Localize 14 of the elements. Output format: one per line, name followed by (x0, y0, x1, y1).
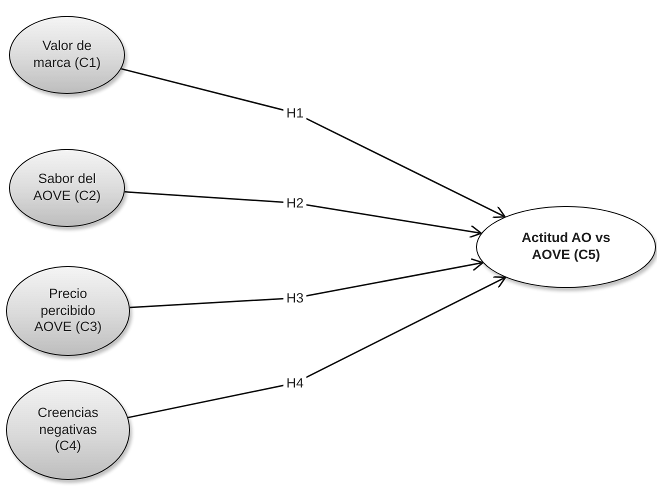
arrow (124, 191, 482, 238)
construct-label: Precio percibido AOVE (C3) (33, 286, 103, 336)
construct-label: Sabor del AOVE (C2) (32, 171, 102, 205)
construct-label: Valor de marca (C1) (32, 38, 102, 72)
arrow (128, 276, 506, 418)
edge-label: H4 (283, 376, 307, 390)
edge-label: H1 (283, 106, 307, 120)
arrow (121, 68, 506, 218)
construct-label: Creencias negativas (C4) (36, 404, 100, 456)
construct-ellipse (476, 206, 656, 288)
arrow (130, 258, 484, 308)
edge-label: H3 (283, 290, 307, 306)
edge-label: H2 (283, 196, 307, 210)
construct-label: Actitud AO vs AOVE (C5) (520, 230, 612, 264)
